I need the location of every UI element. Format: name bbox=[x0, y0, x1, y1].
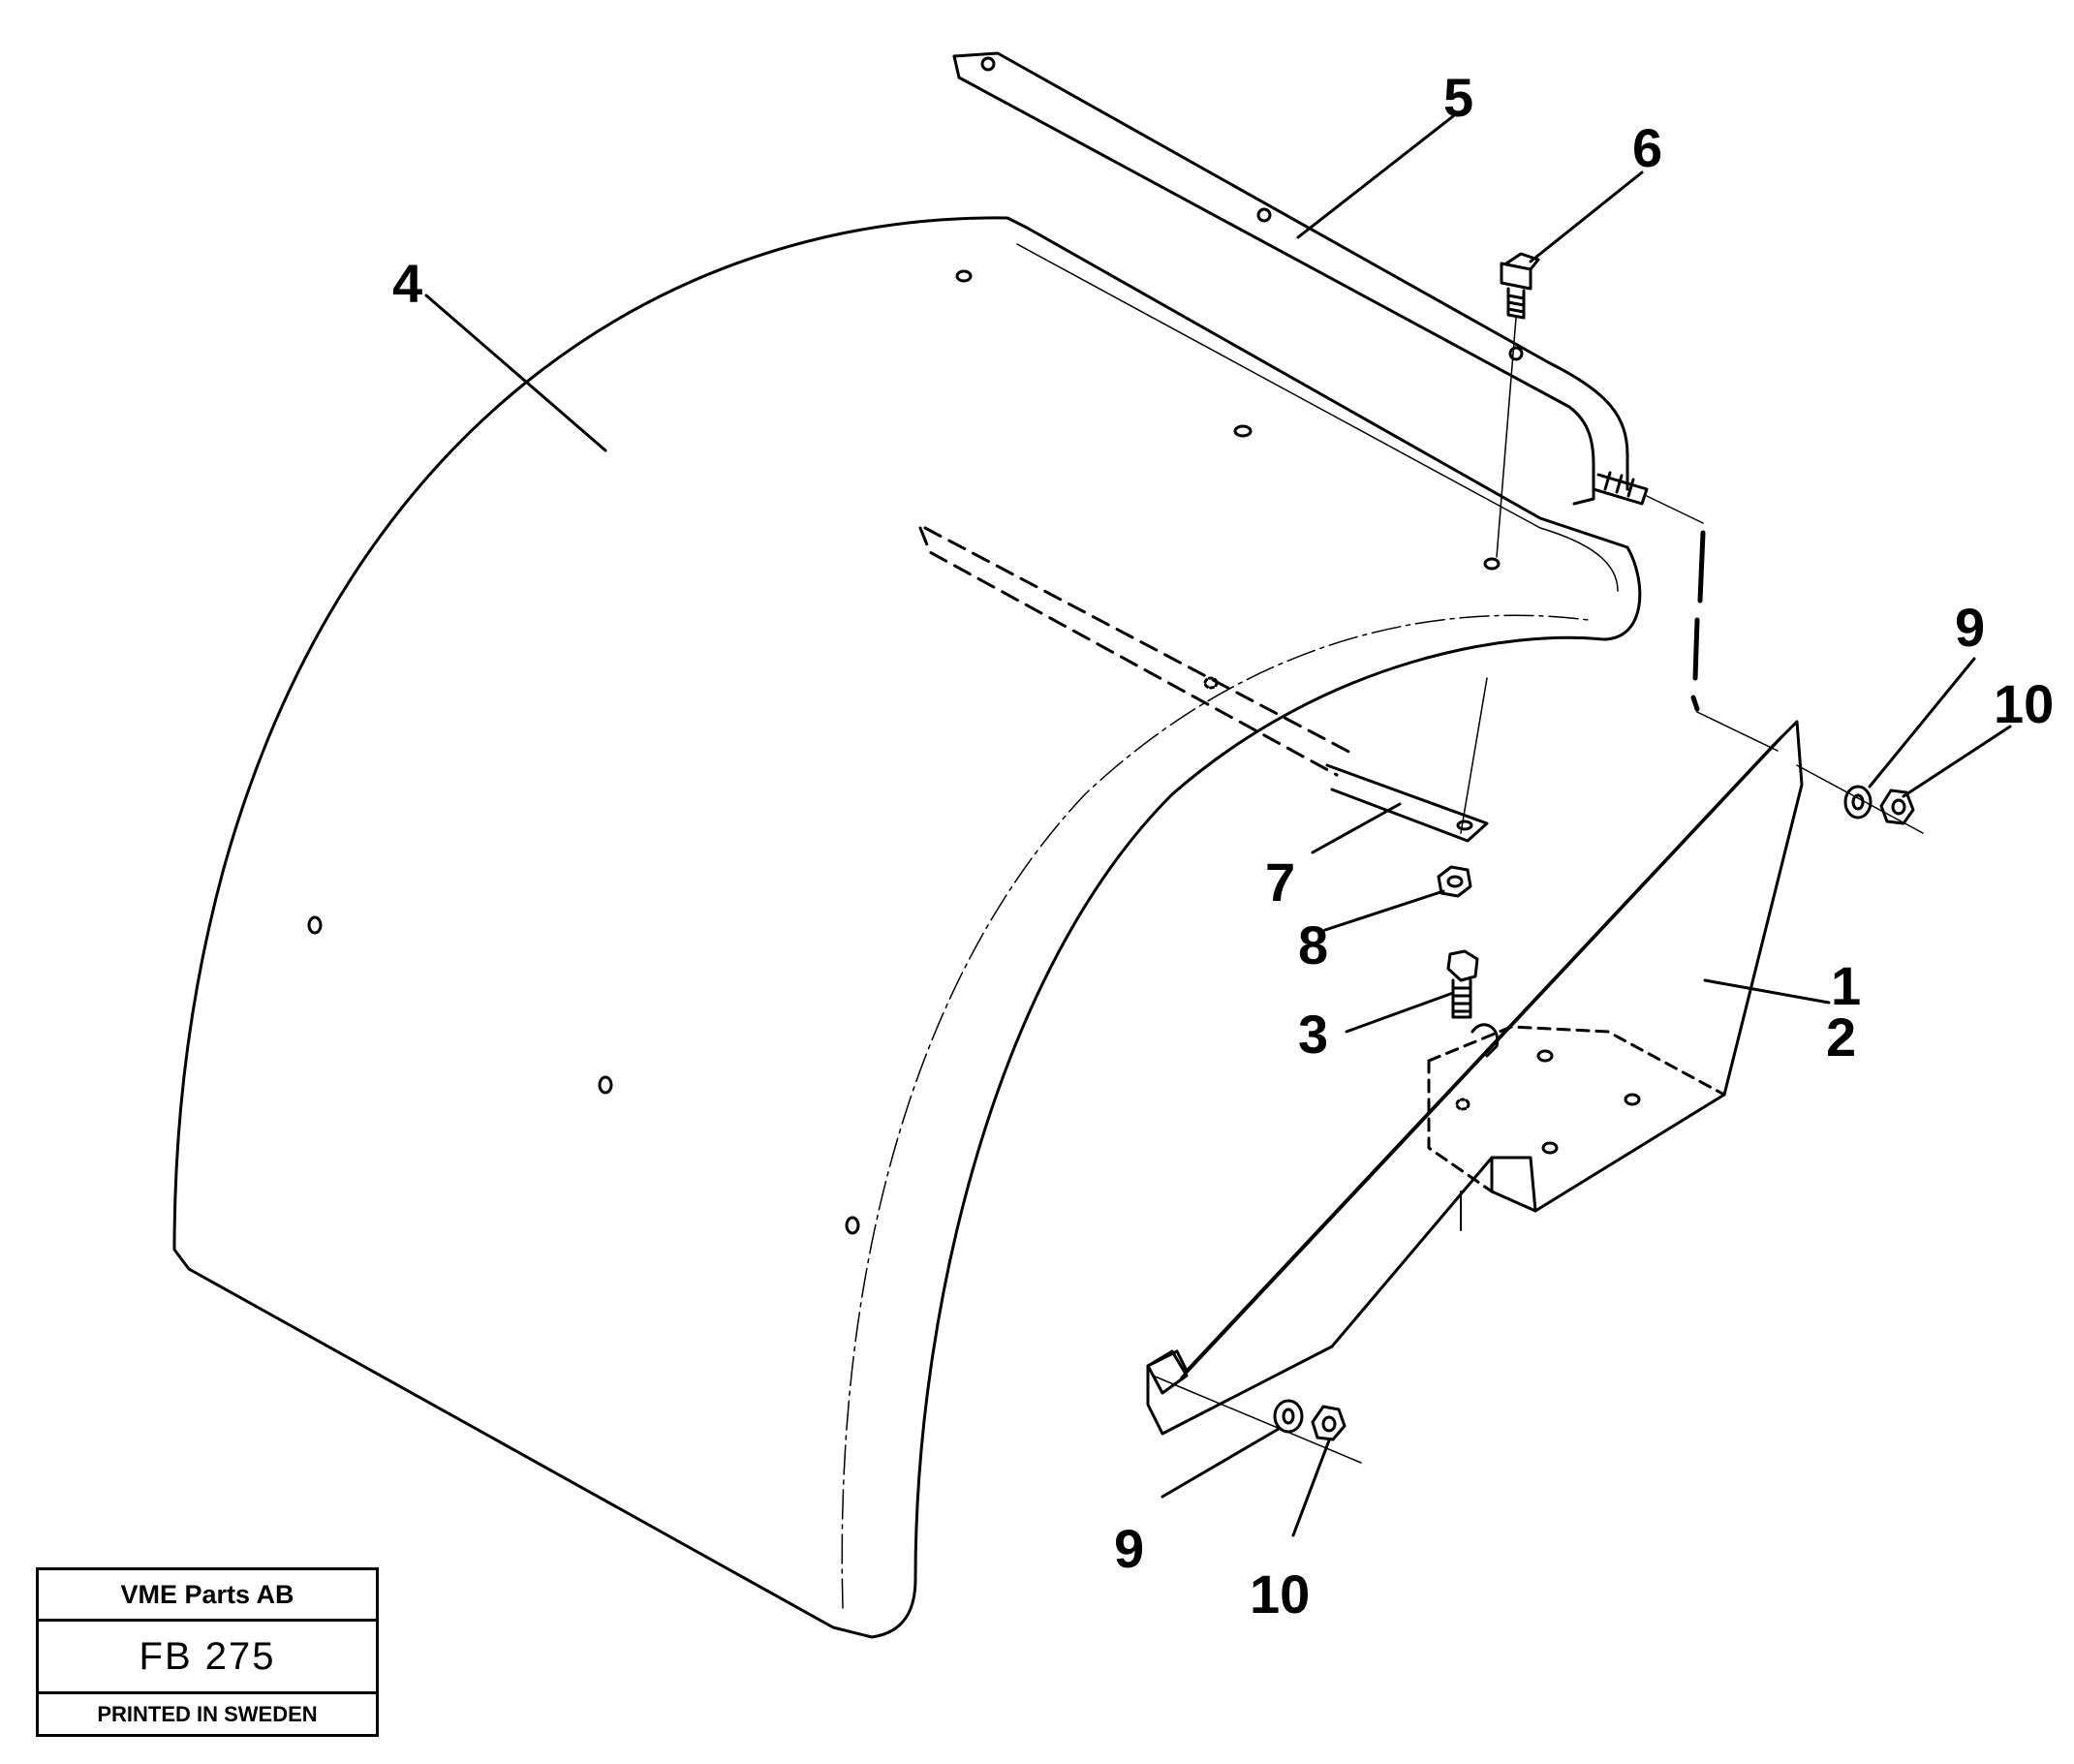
callout-10-right: 10 bbox=[1994, 673, 2054, 734]
bolt-part-3 bbox=[1446, 949, 1479, 1019]
callout-5: 5 bbox=[1443, 67, 1473, 128]
title-block-printed: PRINTED IN SWEDEN bbox=[97, 1701, 318, 1726]
lower-stay-part bbox=[918, 526, 1489, 843]
stud-part bbox=[1592, 471, 1649, 506]
callout-9-bottom: 9 bbox=[1114, 1518, 1144, 1579]
washer-part-9-bottom bbox=[1273, 1399, 1304, 1434]
callout-6: 6 bbox=[1632, 117, 1662, 178]
callout-10-bottom: 10 bbox=[1250, 1563, 1310, 1625]
upper-stay-part bbox=[952, 51, 1629, 506]
callout-2: 2 bbox=[1826, 1006, 1856, 1068]
leader-lines bbox=[424, 114, 2012, 1537]
assembly-lines bbox=[1152, 317, 1924, 1464]
bolt-part-6 bbox=[1500, 252, 1540, 320]
callout-3: 3 bbox=[1298, 1004, 1328, 1065]
callout-8: 8 bbox=[1298, 914, 1328, 975]
nut-part-10-bottom bbox=[1311, 1405, 1347, 1441]
washer-part-9-right bbox=[1843, 785, 1873, 820]
title-block-code: FB 275 bbox=[39, 1622, 376, 1694]
nut-part-10-right bbox=[1879, 789, 1915, 825]
title-block: VME Parts AB FB 275 PRINTED IN SWEDEN bbox=[36, 1567, 379, 1737]
callout-4: 4 bbox=[392, 253, 422, 314]
mudguard-part bbox=[172, 216, 1642, 1639]
bracket-part bbox=[1146, 720, 1804, 1436]
callout-1: 1 bbox=[1831, 955, 1861, 1016]
callout-labels: 1 2 3 4 5 6 7 8 9 10 9 10 bbox=[392, 67, 2054, 1625]
callout-7: 7 bbox=[1265, 851, 1295, 913]
title-block-company: VME Parts AB bbox=[39, 1570, 376, 1622]
callout-9-right: 9 bbox=[1955, 597, 1985, 658]
